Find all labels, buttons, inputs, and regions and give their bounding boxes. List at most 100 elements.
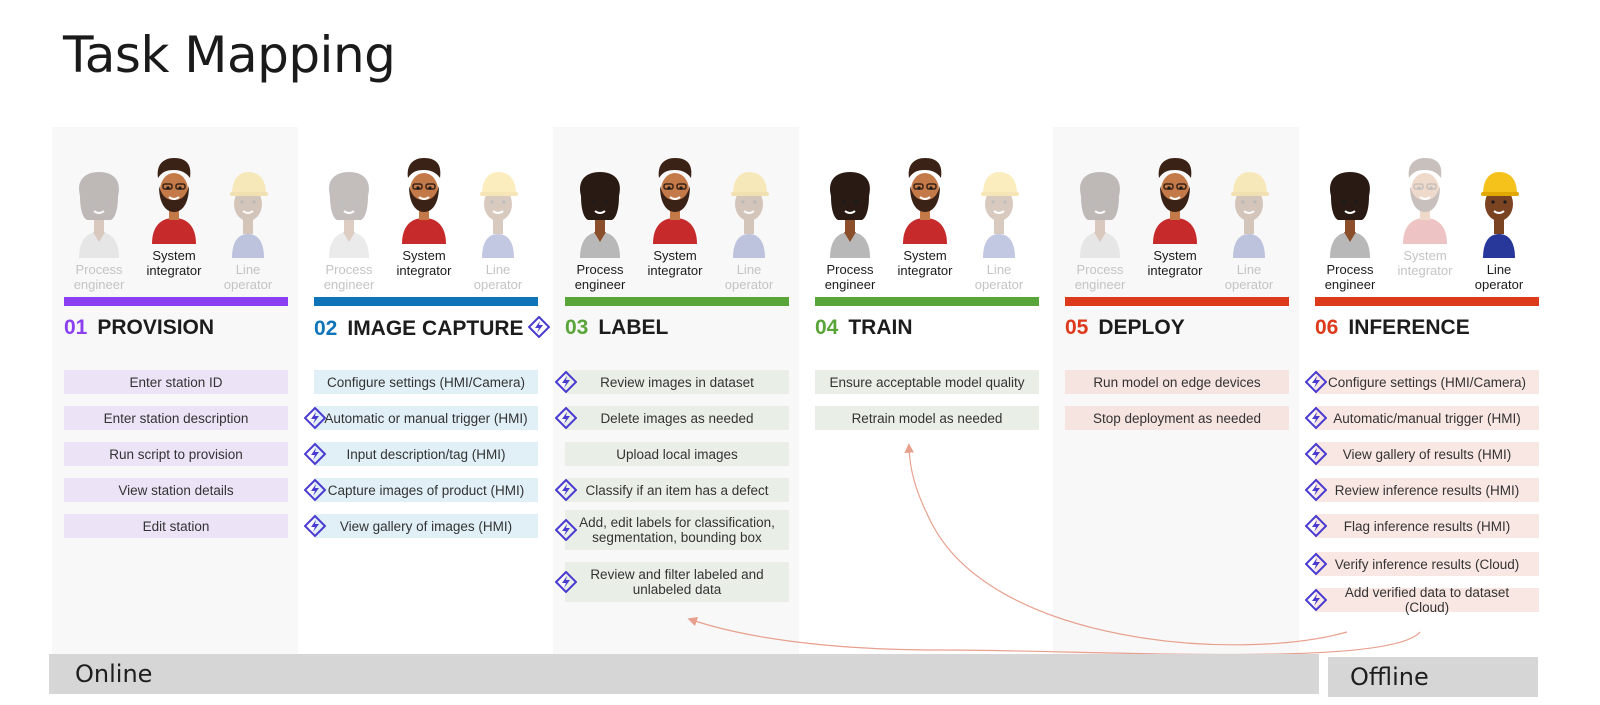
persona-integrator: System integrator bbox=[1137, 156, 1213, 278]
persona-operator: Line operator bbox=[711, 170, 787, 292]
stage-name: LABEL bbox=[598, 316, 669, 339]
task-item: Ensure acceptable model quality bbox=[815, 370, 1039, 394]
stage-name: DEPLOY bbox=[1098, 316, 1185, 339]
persona-process: Process engineer bbox=[311, 170, 387, 292]
task-item: Input description/tag (HMI) bbox=[314, 442, 538, 466]
task-item: Enter station ID bbox=[64, 370, 288, 394]
task-text: Input description/tag (HMI) bbox=[346, 446, 506, 462]
stage-name: PROVISION bbox=[97, 316, 215, 339]
task-text: Automatic/manual trigger (HMI) bbox=[1333, 410, 1521, 426]
persona-label: Process engineer bbox=[574, 262, 626, 292]
task-text: Flag inference results (HMI) bbox=[1343, 518, 1511, 534]
persona-integrator: System integrator bbox=[887, 156, 963, 278]
task-item: Add, edit labels for classification, seg… bbox=[565, 510, 789, 550]
persona-label: Process engineer bbox=[1324, 262, 1376, 292]
task-text: Add, edit labels for classification, seg… bbox=[579, 515, 775, 545]
page-title: Task Mapping bbox=[63, 26, 396, 84]
task-item: Stop deployment as needed bbox=[1065, 406, 1289, 430]
task-text: Stop deployment as needed bbox=[1092, 410, 1262, 426]
stage-heading: 01 PROVISION bbox=[64, 316, 214, 340]
task-item: Run script to provision bbox=[64, 442, 288, 466]
task-item: Verify inference results (Cloud) bbox=[1315, 552, 1539, 576]
task-text: Edit station bbox=[142, 518, 210, 534]
task-item: Classify if an item has a defect bbox=[565, 478, 789, 502]
task-item: Enter station description bbox=[64, 406, 288, 430]
persona-process: Process engineer bbox=[562, 170, 638, 292]
task-item: Automatic or manual trigger (HMI) bbox=[314, 406, 538, 430]
task-text: Verify inference results (Cloud) bbox=[1334, 556, 1520, 572]
online-label: Online bbox=[75, 660, 153, 688]
stage-name: TRAIN bbox=[848, 316, 913, 339]
persona-integrator: System integrator bbox=[386, 156, 462, 278]
persona-integrator: System integrator bbox=[1387, 156, 1463, 278]
persona-label: System integrator bbox=[146, 248, 202, 278]
persona-integrator: System integrator bbox=[637, 156, 713, 278]
task-text: Automatic or manual trigger (HMI) bbox=[324, 410, 528, 426]
device-marker-icon bbox=[554, 406, 578, 430]
device-marker-icon bbox=[1304, 442, 1328, 466]
persona-process: Process engineer bbox=[1062, 170, 1138, 292]
stage-color-bar bbox=[314, 297, 538, 306]
stage-color-bar bbox=[1065, 297, 1289, 306]
task-text: Upload local images bbox=[616, 446, 738, 462]
device-marker-icon bbox=[1304, 514, 1328, 538]
persona-label: Process engineer bbox=[824, 262, 876, 292]
task-text: Configure settings (HMI/Camera) bbox=[1327, 374, 1527, 390]
persona-operator: Line operator bbox=[1461, 170, 1537, 292]
persona-label: Line operator bbox=[1474, 262, 1524, 292]
task-item: View station details bbox=[64, 478, 288, 502]
stage-name: IMAGE CAPTURE bbox=[347, 317, 524, 340]
task-text: View gallery of results (HMI) bbox=[1342, 446, 1512, 462]
stage-heading: 05 DEPLOY bbox=[1065, 316, 1185, 340]
stage-color-bar bbox=[815, 297, 1039, 306]
device-marker-icon bbox=[303, 406, 327, 430]
persona-process: Process engineer bbox=[812, 170, 888, 292]
persona-label: Line operator bbox=[1224, 262, 1274, 292]
task-text: View gallery of images (HMI) bbox=[339, 518, 513, 534]
persona-integrator: System integrator bbox=[136, 156, 212, 278]
device-marker-icon bbox=[527, 315, 550, 344]
task-item: Configure settings (HMI/Camera) bbox=[314, 370, 538, 394]
task-item: Retrain model as needed bbox=[815, 406, 1039, 430]
task-text: Add verified data to dataset (Cloud) bbox=[1344, 585, 1510, 615]
persona-label: System integrator bbox=[647, 248, 703, 278]
online-band: Online bbox=[49, 654, 1319, 694]
persona-label: Process engineer bbox=[73, 262, 125, 292]
persona-label: Process engineer bbox=[323, 262, 375, 292]
device-marker-icon bbox=[1304, 370, 1328, 394]
persona-label: Line operator bbox=[473, 262, 523, 292]
stage-name: INFERENCE bbox=[1348, 316, 1470, 339]
persona-process: Process engineer bbox=[61, 170, 137, 292]
task-item: View gallery of images (HMI) bbox=[314, 514, 538, 538]
task-item: Capture images of product (HMI) bbox=[314, 478, 538, 502]
stage-number: 05 bbox=[1065, 316, 1089, 339]
task-text: Enter station ID bbox=[129, 374, 223, 390]
offline-label: Offline bbox=[1350, 663, 1429, 691]
stage-number: 03 bbox=[565, 316, 589, 339]
task-text: Retrain model as needed bbox=[851, 410, 1003, 426]
task-text: View station details bbox=[118, 482, 234, 498]
task-item: Edit station bbox=[64, 514, 288, 538]
persona-process: Process engineer bbox=[1312, 170, 1388, 292]
persona-label: Line operator bbox=[974, 262, 1024, 292]
persona-operator: Line operator bbox=[210, 170, 286, 292]
device-marker-icon bbox=[554, 478, 578, 502]
task-text: Review and filter labeled and unlabeled … bbox=[590, 567, 764, 597]
stage-number: 02 bbox=[314, 317, 338, 340]
persona-label: System integrator bbox=[897, 248, 953, 278]
persona-label: System integrator bbox=[396, 248, 452, 278]
task-text: Classify if an item has a defect bbox=[585, 482, 769, 498]
stage-number: 01 bbox=[64, 316, 88, 339]
device-marker-icon bbox=[1304, 478, 1328, 502]
device-marker-icon bbox=[303, 514, 327, 538]
task-text: Capture images of product (HMI) bbox=[327, 482, 525, 498]
device-marker-icon bbox=[1304, 552, 1328, 576]
task-item: Run model on edge devices bbox=[1065, 370, 1289, 394]
persona-operator: Line operator bbox=[1211, 170, 1287, 292]
task-item: Review inference results (HMI) bbox=[1315, 478, 1539, 502]
task-item: Add verified data to dataset (Cloud) bbox=[1315, 585, 1539, 615]
device-marker-icon bbox=[303, 442, 327, 466]
persona-label: Line operator bbox=[223, 262, 273, 292]
persona-operator: Line operator bbox=[460, 170, 536, 292]
